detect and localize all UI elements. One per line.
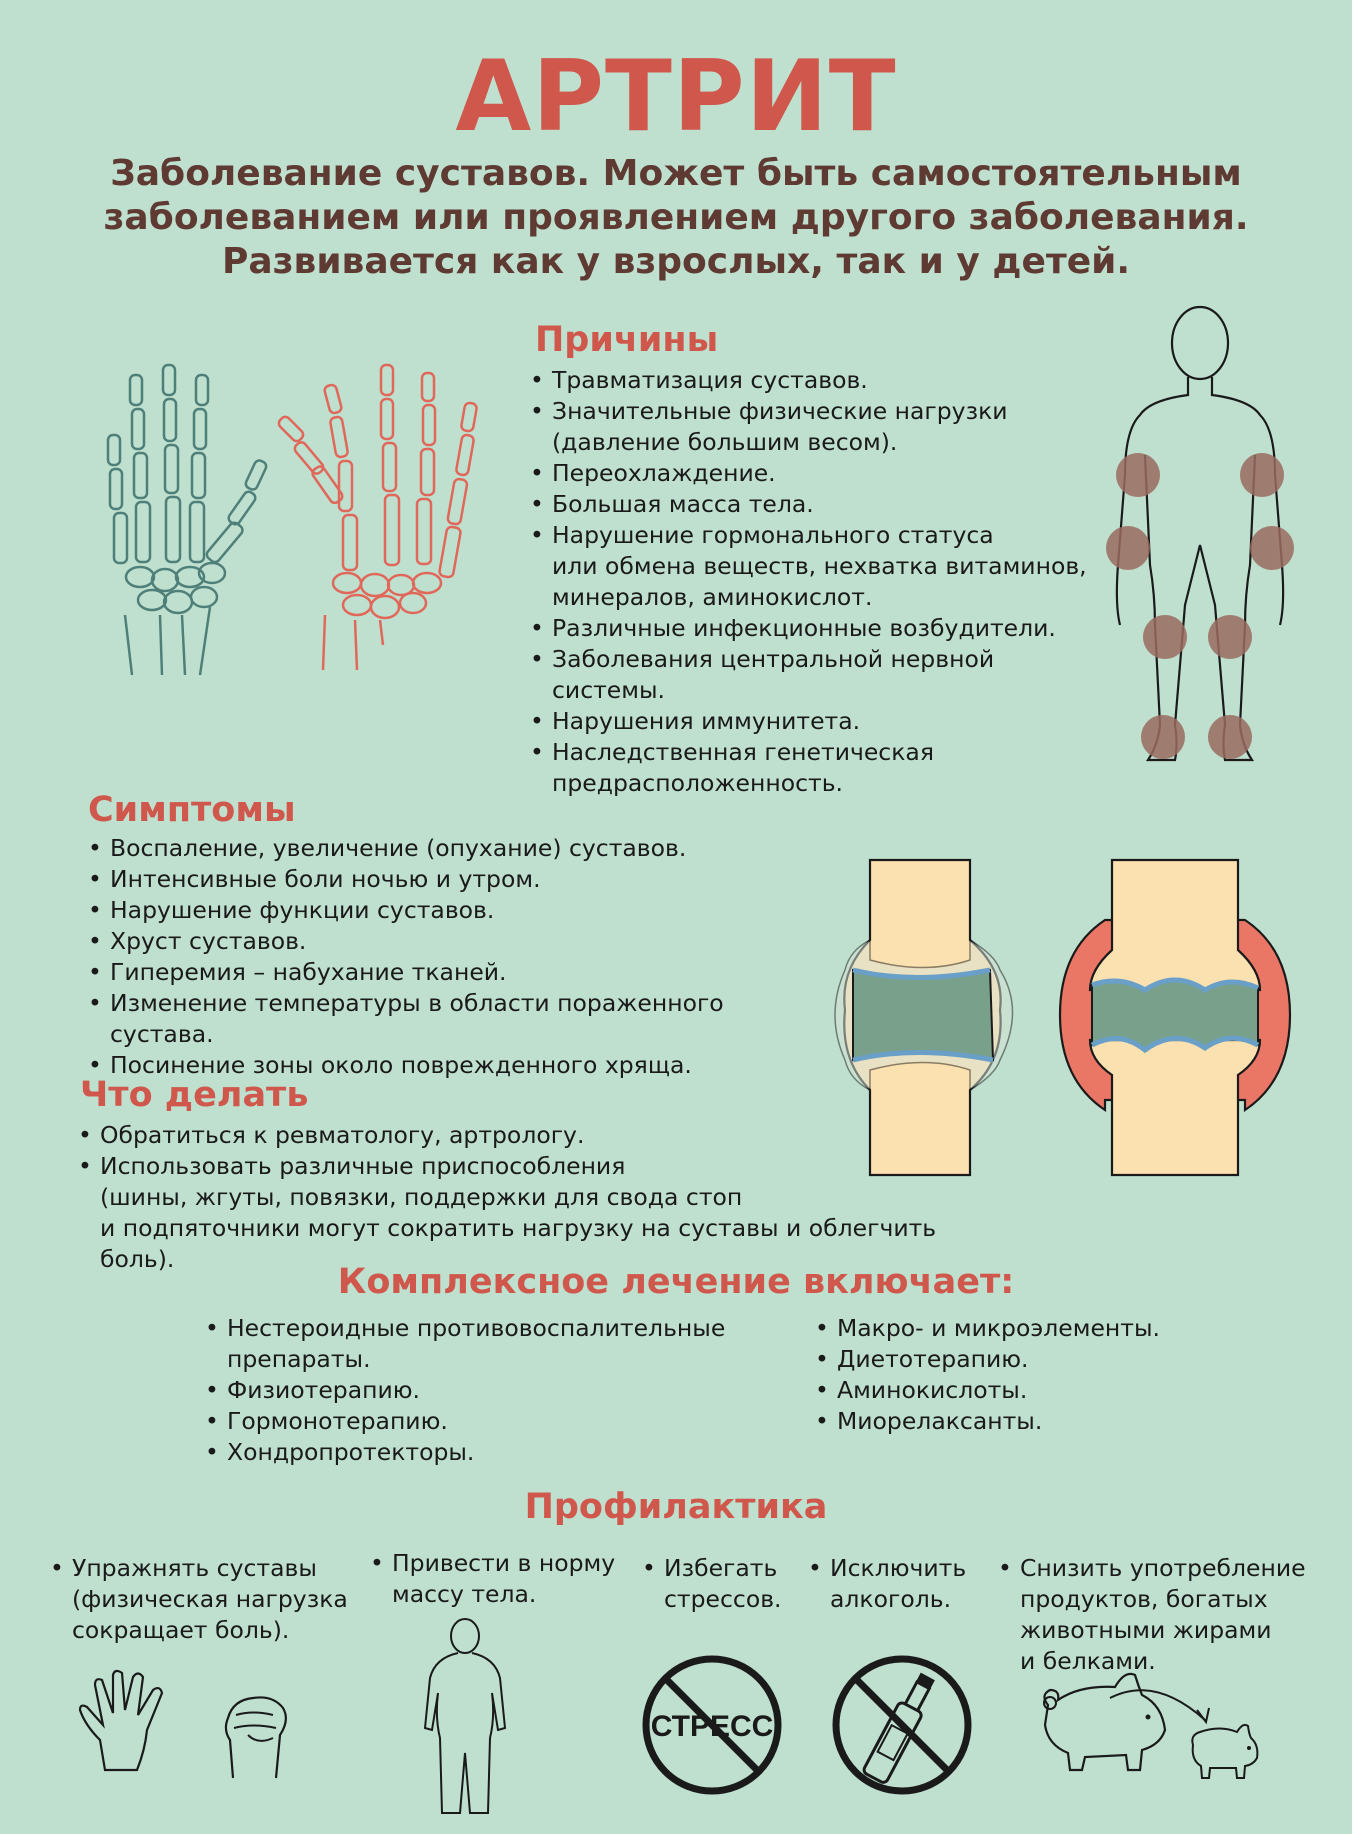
list-item: Диетотерапию.: [815, 1344, 1235, 1375]
big-pig-icon: [1043, 1672, 1167, 1772]
list-item: Наследственная генетическаяпредрасположе…: [530, 737, 1110, 799]
fist-icon: [224, 1696, 287, 1779]
todo-list: Обратиться к ревматологу, артрологу. Исп…: [78, 1120, 998, 1275]
list-item: Интенсивные боли ночью и утром.: [88, 864, 828, 895]
list-item: Макро- и микроэлементы.: [815, 1313, 1235, 1344]
list-item: Аминокислоты.: [815, 1375, 1235, 1406]
list-item: Значительные физические нагрузки(давлени…: [530, 396, 1110, 458]
list-item: Переохлаждение.: [530, 458, 1110, 489]
list-item: Различные инфекционные возбудители.: [530, 613, 1110, 644]
prevention-item: Упражнять суставы(физическая нагрузкасок…: [50, 1553, 350, 1646]
list-item: Большая масса тела.: [530, 489, 1110, 520]
page-title: АРТРИТ: [455, 40, 897, 154]
treatment-heading: Комплексное лечение включает:: [337, 1262, 1015, 1302]
body-joints-icon: [1106, 305, 1294, 762]
list-item: Травматизация суставов.: [530, 365, 1110, 396]
subtitle-line: Развивается как у взрослых, так и у дете…: [221, 241, 1131, 282]
symptoms-list: Воспаление, увеличение (опухание) сустав…: [88, 833, 828, 1081]
list-item: Нестероидные противовоспалительныепрепар…: [205, 1313, 765, 1375]
list-item: Миорелаксанты.: [815, 1406, 1235, 1437]
causes-list: Травматизация суставов. Значительные физ…: [530, 365, 1110, 799]
list-item: Гиперемия – набухание тканей.: [88, 957, 828, 988]
list-item: Хондропротекторы.: [205, 1437, 765, 1468]
list-item: Посинение зоны около поврежденного хряща…: [88, 1050, 828, 1081]
list-item: Обратиться к ревматологу, артрологу.: [78, 1120, 998, 1151]
page-subtitle: Заболевание суставов. Может быть самосто…: [60, 152, 1292, 284]
list-item: Заболевания центральной нервной системы.: [530, 644, 1110, 706]
overweight-person-icon: [423, 1618, 507, 1814]
list-item: Физиотерапию.: [205, 1375, 765, 1406]
subtitle-line: Заболевание суставов. Может быть самосто…: [110, 153, 1242, 194]
prevention-heading: Профилактика: [524, 1487, 828, 1527]
list-item: Хруст суставов.: [88, 926, 828, 957]
list-item: Нарушение функции суставов.: [88, 895, 828, 926]
stress-sign-text: СТРЕСС: [651, 1710, 774, 1743]
arthritic-hand-bones-icon: [277, 363, 478, 671]
healthy-hand-bones-icon: [106, 363, 268, 676]
inflamed-knee-joint-icon: [1058, 858, 1292, 1177]
list-item: Нарушения иммунитета.: [530, 706, 1110, 737]
treatment-list-right: Макро- и микроэлементы. Диетотерапию. Ам…: [815, 1313, 1235, 1437]
list-item: Изменение температуры в области пораженн…: [88, 988, 828, 1050]
symptoms-heading: Симптомы: [88, 790, 296, 830]
healthy-knee-joint-icon: [834, 858, 1014, 1177]
no-alcohol-sign-icon: [832, 1655, 972, 1795]
no-stress-sign-icon: СТРЕСС: [642, 1655, 782, 1795]
treatment-list-left: Нестероидные противовоспалительныепрепар…: [205, 1313, 765, 1468]
open-hand-icon: [78, 1669, 164, 1772]
list-item: Использовать различные приспособления(ши…: [78, 1151, 998, 1275]
subtitle-line: заболеванием или проявлением другого заб…: [103, 197, 1249, 238]
todo-heading: Что делать: [80, 1075, 309, 1115]
diet-arrow-icon: [1109, 1689, 1210, 1725]
list-item: Воспаление, увеличение (опухание) сустав…: [88, 833, 828, 864]
small-pig-icon: [1191, 1723, 1259, 1779]
causes-heading: Причины: [535, 320, 719, 360]
list-item: Гормонотерапию.: [205, 1406, 765, 1437]
